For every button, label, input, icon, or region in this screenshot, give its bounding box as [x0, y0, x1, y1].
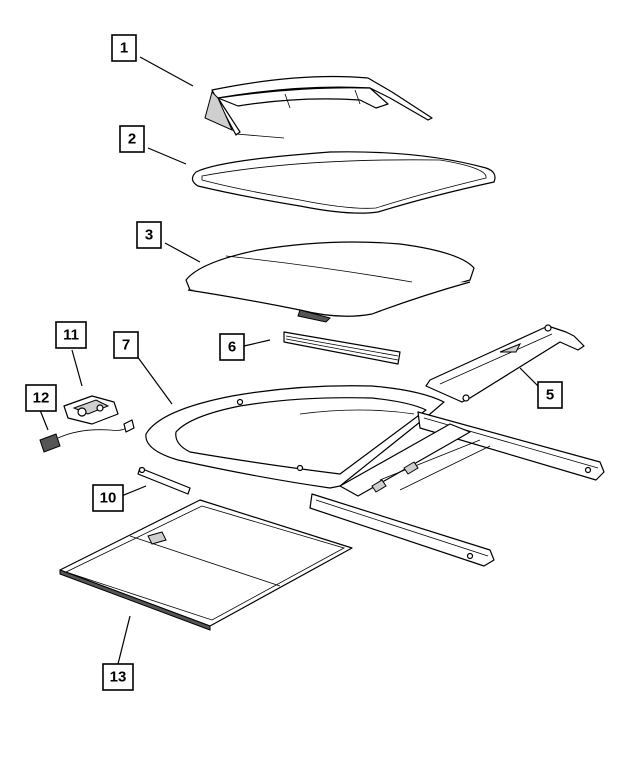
callout-label-7: 7 [122, 337, 130, 354]
part-11-motor [63, 395, 119, 425]
callout-label-2: 2 [128, 131, 136, 148]
part-13-sunshade [59, 499, 353, 631]
callout-label-1: 1 [120, 40, 128, 57]
callout-label-6: 6 [228, 339, 236, 356]
callout-10: 10 [92, 484, 124, 512]
callout-13: 13 [102, 663, 134, 691]
part-7-frame [145, 385, 605, 567]
callout-3: 3 [136, 221, 162, 249]
callout-6: 6 [219, 333, 245, 361]
callout-12: 12 [25, 384, 57, 412]
leader-lines [39, 56, 539, 665]
part-10-bracket [137, 466, 191, 495]
part-6-deflector-strip [283, 331, 401, 365]
callout-label-13: 13 [110, 669, 127, 686]
callout-1: 1 [111, 34, 137, 62]
callout-5: 5 [537, 381, 563, 409]
part-5-rear-cross-member [425, 324, 585, 403]
callout-label-10: 10 [100, 490, 117, 507]
callout-2: 2 [119, 125, 145, 153]
callout-label-5: 5 [546, 387, 554, 404]
part-3-glass-panel [185, 241, 475, 323]
part-12-harness [39, 419, 135, 453]
callout-label-11: 11 [63, 327, 79, 344]
part-2-seal [191, 151, 496, 214]
callout-7: 7 [113, 331, 139, 359]
part-1-deflector [204, 75, 433, 139]
callout-label-12: 12 [33, 390, 50, 407]
callout-11: 11 [55, 321, 87, 349]
callout-label-3: 3 [145, 227, 153, 244]
